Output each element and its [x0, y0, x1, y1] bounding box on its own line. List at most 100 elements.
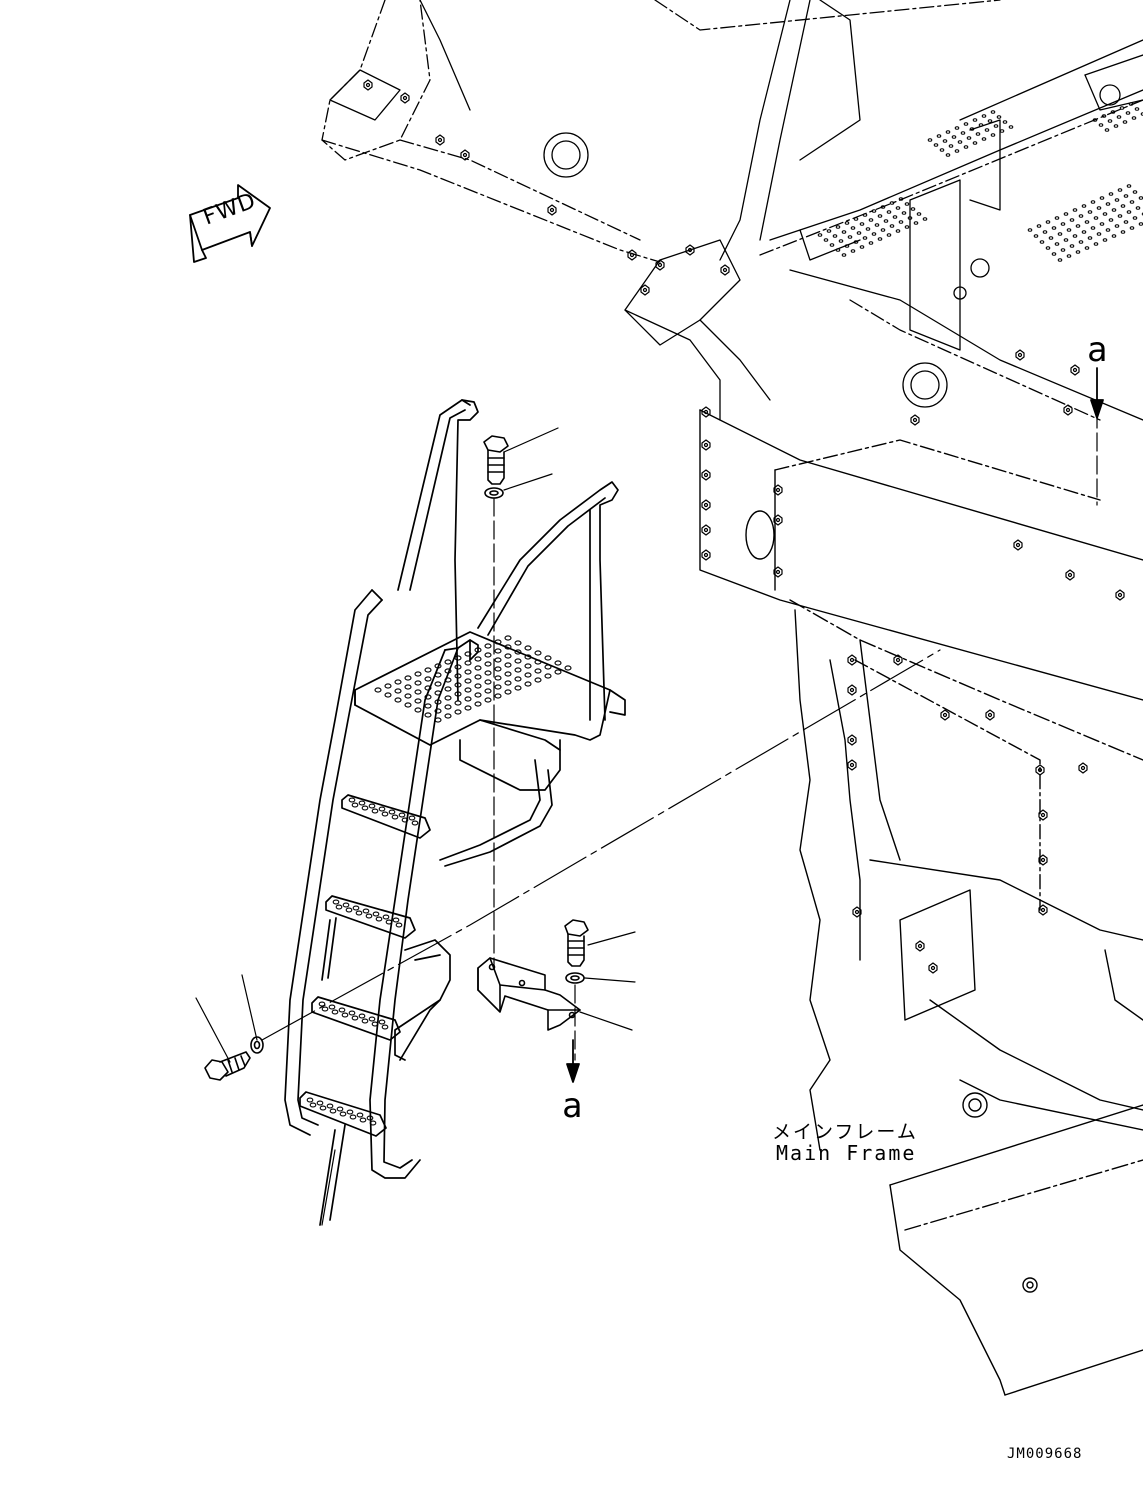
perforation-hole [972, 141, 978, 145]
perforation-hole [829, 243, 835, 247]
perforation-hole [945, 153, 951, 157]
perforation-hole [892, 215, 898, 219]
perforation-hole [454, 682, 462, 688]
perforation-hole [356, 1112, 364, 1118]
hex-bolt-head [852, 906, 862, 918]
hex-bolt-head [460, 149, 470, 161]
perforation-hole [454, 655, 462, 661]
perforation-hole [404, 693, 412, 699]
perforation-hole [408, 815, 416, 821]
perforation-hole [1042, 230, 1048, 234]
perforation-hole [394, 688, 402, 694]
hex-bolt-head [701, 469, 711, 481]
perforation-hole [328, 1004, 336, 1010]
perforation-hole [1072, 234, 1078, 238]
perforation-hole [484, 643, 492, 649]
perforation-hole [381, 1024, 389, 1030]
perforation-hole [474, 692, 482, 698]
perforation-hole [999, 129, 1005, 133]
perforation-hole [484, 688, 492, 694]
perforation-hole [392, 917, 400, 923]
perforation-hole [1123, 194, 1129, 198]
perforation-hole [424, 667, 432, 673]
perforation-hole [847, 235, 853, 239]
perforation-hole [933, 143, 939, 147]
perforation-hole [369, 1120, 377, 1126]
perforation-hole [414, 698, 422, 704]
hex-bolt-head [363, 79, 373, 91]
perforation-hole [414, 707, 422, 713]
perforation-hole [348, 1010, 356, 1016]
perforation-hole [975, 132, 981, 136]
perforation-hole [464, 687, 472, 693]
perforation-hole [464, 651, 472, 657]
hex-bolt-head [627, 249, 637, 261]
perforation-hole [348, 797, 356, 803]
perforation-hole [424, 676, 432, 682]
upper-frame [321, 0, 1143, 421]
perforation-hole [1132, 190, 1138, 194]
perforation-hole [1081, 204, 1087, 208]
perforation-hole [886, 210, 892, 214]
perforation-hole [544, 673, 552, 679]
perforation-hole [434, 690, 442, 696]
perforation-hole [384, 683, 392, 689]
perforation-hole [474, 665, 482, 671]
hex-bolt-head [910, 414, 920, 426]
perforation-hole [853, 240, 859, 244]
perforation-hole [1045, 220, 1051, 224]
perforation-hole [1045, 246, 1051, 250]
perforation-hole [1075, 250, 1081, 254]
perforation-hole [514, 667, 522, 673]
hex-bolt-head [547, 204, 557, 216]
perforation-hole [823, 238, 829, 242]
perforation-hole [404, 702, 412, 708]
perforation-hole [972, 118, 978, 122]
perforation-hole [1113, 124, 1119, 128]
perforation-hole [913, 221, 919, 225]
perforation-hole [378, 1019, 386, 1025]
leader-lines [195, 409, 1098, 1226]
hex-bolt-head [847, 759, 857, 771]
perforation-hole [424, 685, 432, 691]
perforation-hole [1120, 204, 1126, 208]
perforation-hole [895, 229, 901, 233]
perforation-hole [1033, 234, 1039, 238]
perforation-hole [494, 693, 502, 699]
perforation-hole [901, 211, 907, 215]
perforation-hole [1123, 220, 1129, 224]
perforation-hole [889, 224, 895, 228]
perforation-hole [358, 1013, 366, 1019]
perforation-hole [385, 919, 393, 925]
perforation-hole [564, 665, 572, 671]
perforation-hole [414, 680, 422, 686]
perforation-hole [444, 668, 452, 674]
perforation-hole [554, 669, 562, 675]
view-arrow-top [1090, 367, 1104, 419]
perforation-hole [316, 1100, 324, 1106]
hex-bolt-head [773, 484, 783, 496]
perforation-hole [355, 910, 363, 916]
hex-bolt-head [1015, 349, 1025, 361]
perforation-hole [365, 913, 373, 919]
perforation-hole [990, 133, 996, 137]
hex-bolt-head [1115, 589, 1125, 601]
perforation-hole [444, 686, 452, 692]
perforation-hole [359, 1117, 367, 1123]
perforation-hole [1099, 196, 1105, 200]
perforation-hole [329, 1108, 337, 1114]
perforation-hole [368, 1016, 376, 1022]
perforation-hole [494, 675, 502, 681]
perforation-hole [484, 697, 492, 703]
perforation-hole [1054, 242, 1060, 246]
perforation-hole [1098, 123, 1104, 127]
perforation-hole [504, 662, 512, 668]
bolt-bracket [564, 919, 589, 984]
perforation-hole [404, 675, 412, 681]
perforation-hole [1027, 228, 1033, 232]
perforation-hole [1087, 210, 1093, 214]
perforation-hole [366, 1115, 374, 1121]
hex-bolt-head [1035, 764, 1045, 776]
perforation-hole [391, 814, 399, 820]
perforation-hole [454, 673, 462, 679]
